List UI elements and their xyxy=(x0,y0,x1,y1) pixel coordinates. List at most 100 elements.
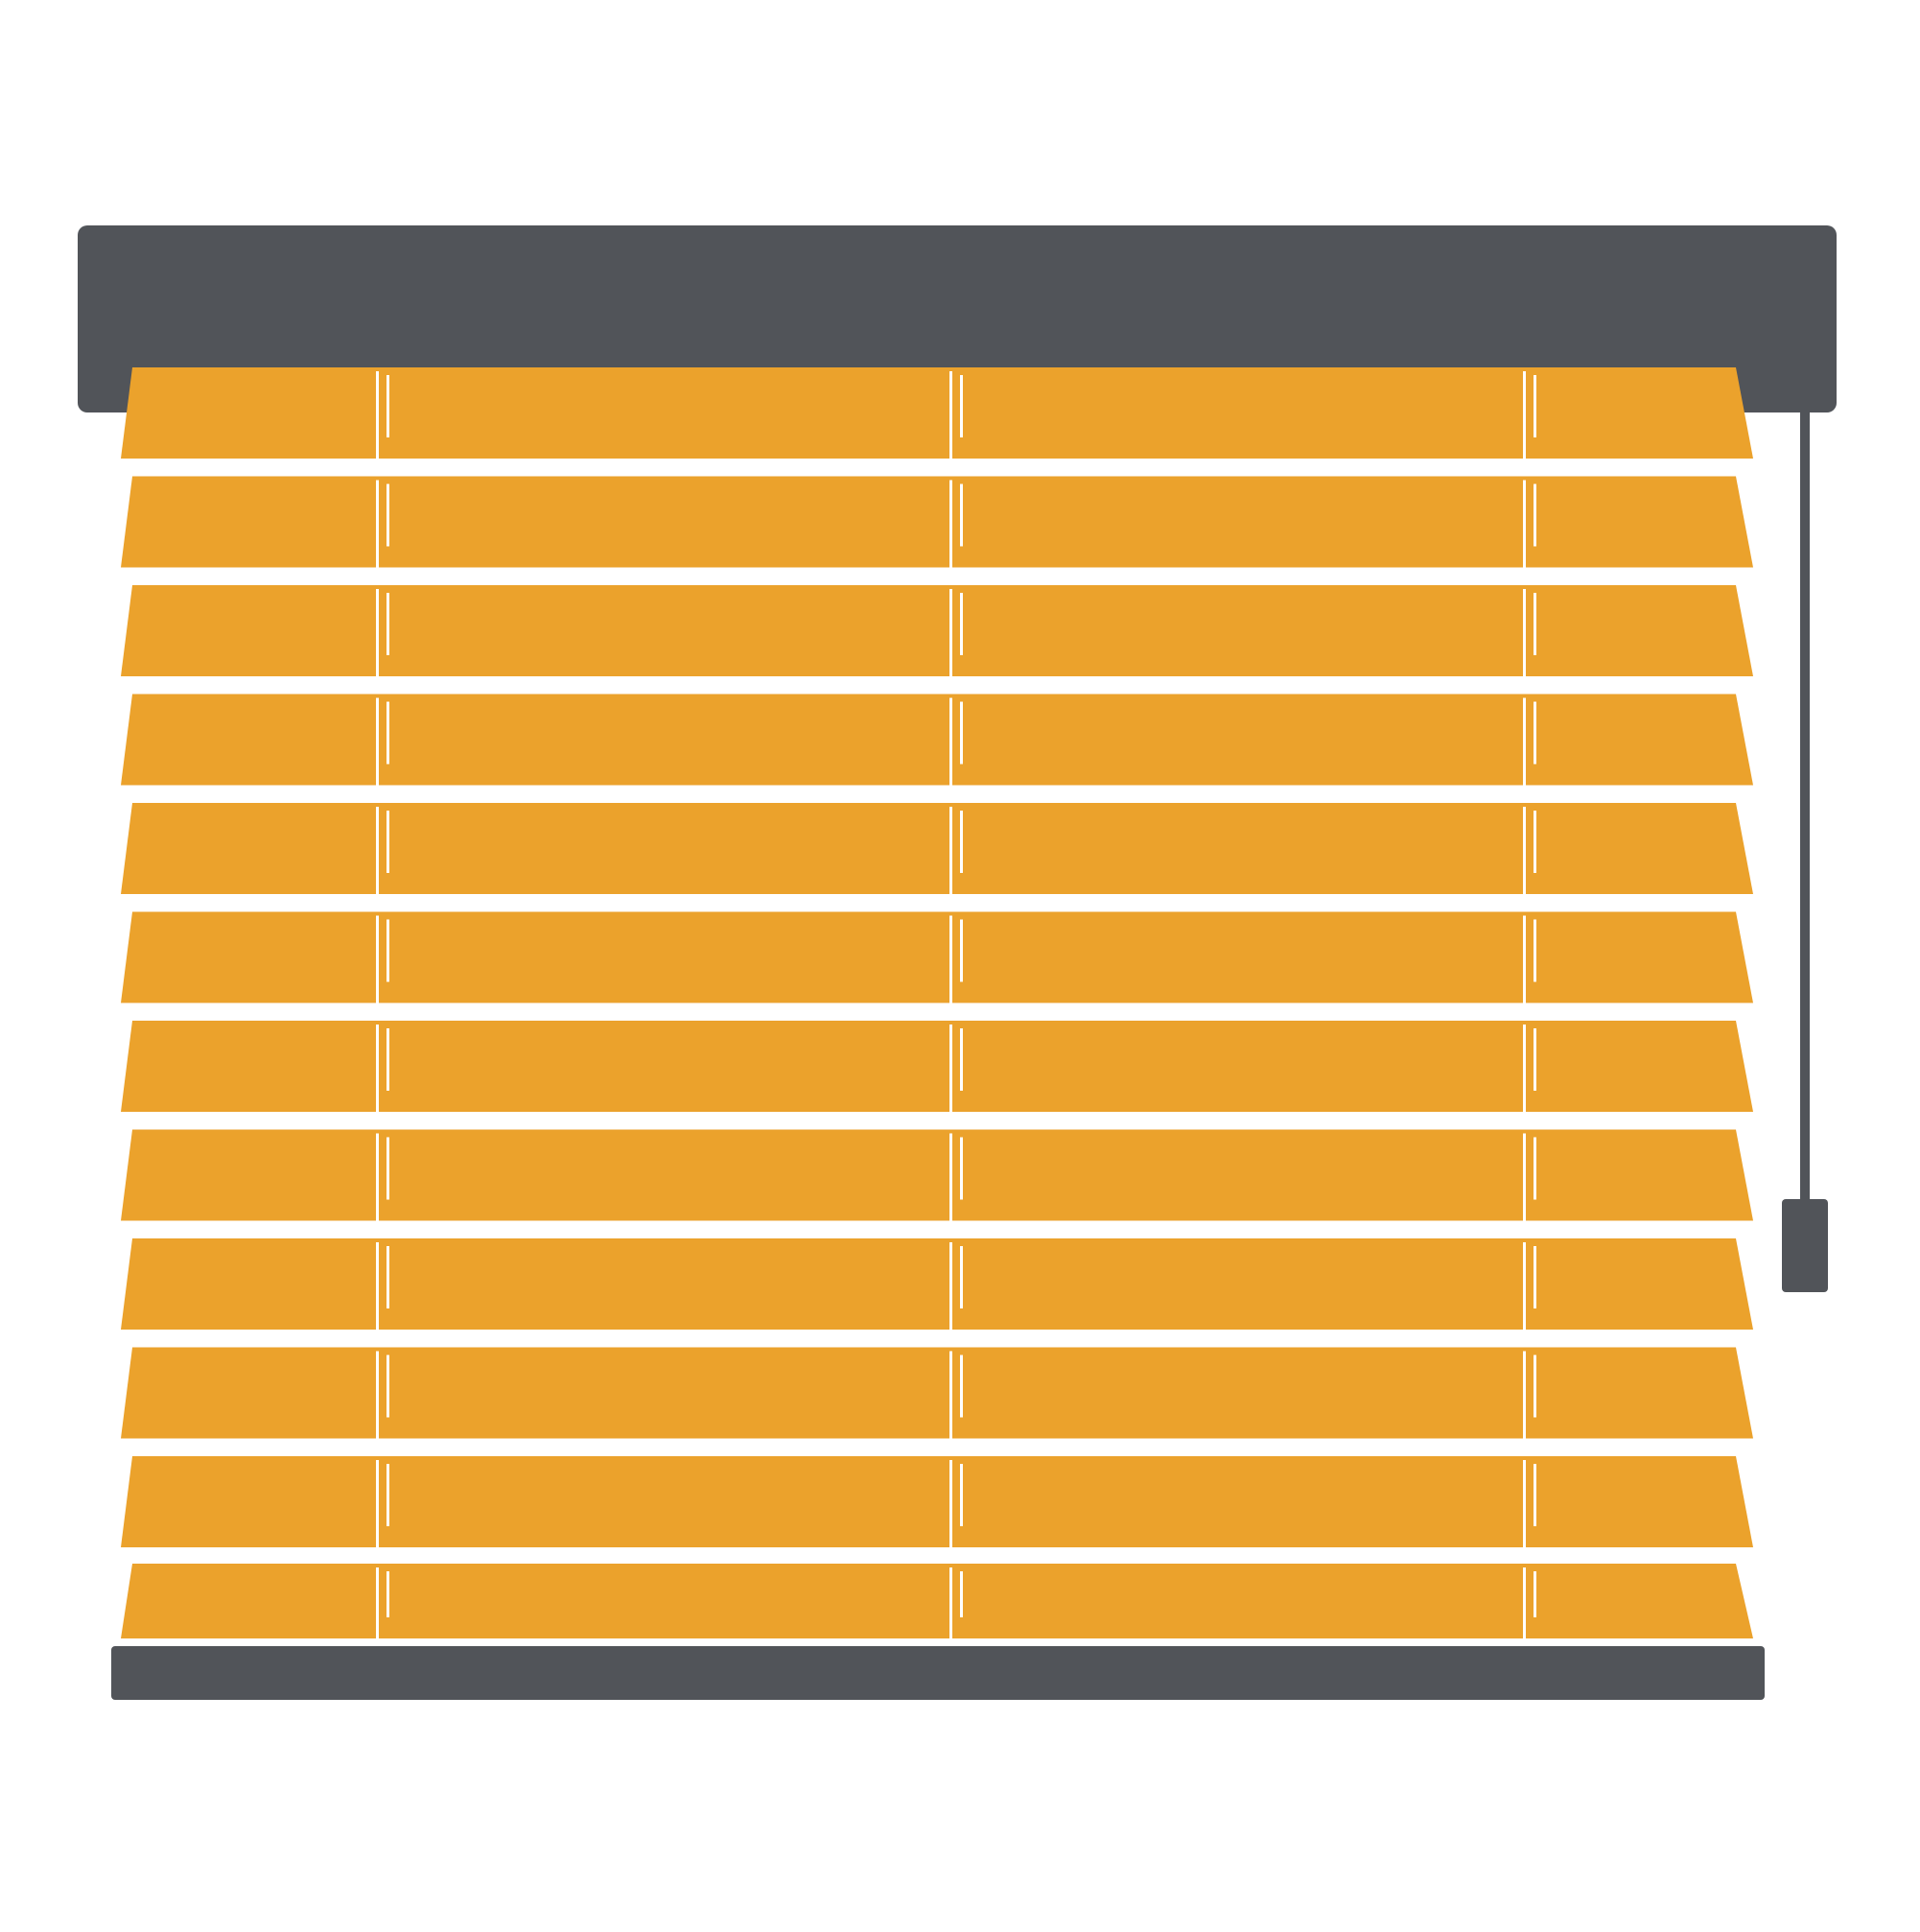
ladder-tape-back-string xyxy=(960,1137,963,1200)
ladder-tape-front-string xyxy=(949,807,952,894)
ladder-tape-front-string xyxy=(376,807,379,894)
ladder-tape-front-string xyxy=(1523,697,1526,786)
ladder-tape xyxy=(1523,915,1536,1003)
slats-group xyxy=(121,367,1753,1638)
ladder-tape-front-string xyxy=(376,1567,379,1638)
ladder-tape-front-string xyxy=(1523,1025,1526,1112)
ladder-tape-front-string xyxy=(1523,1567,1526,1638)
blind-slat xyxy=(121,1238,1753,1330)
ladder-tape xyxy=(1523,589,1536,676)
ladder-tape-front-string xyxy=(376,1460,379,1547)
ladder-tape-back-string xyxy=(386,1355,389,1418)
ladder-tape-front-string xyxy=(1523,915,1526,1003)
ladder-tape-back-string xyxy=(386,1028,389,1091)
ladder-tape-back-string xyxy=(386,1137,389,1200)
blind-slat xyxy=(121,911,1753,1003)
ladder-tape-front-string xyxy=(376,1133,379,1221)
ladder-tape-back-string xyxy=(386,811,389,873)
ladder-tape-back-string xyxy=(1534,1246,1536,1308)
ladder-tape-back-string xyxy=(386,375,389,437)
pull-cord-group[interactable] xyxy=(1782,412,1828,1292)
ladder-tape-front-string xyxy=(949,1351,952,1439)
ladder-tape xyxy=(949,371,963,459)
ladder-tape-back-string xyxy=(960,701,963,765)
ladder-tape-back-string xyxy=(960,811,963,873)
ladder-tape-front-string xyxy=(1523,589,1526,676)
ladder-tape xyxy=(1523,1567,1536,1638)
ladder-tape xyxy=(1523,1242,1536,1330)
ladder-tape xyxy=(376,1242,389,1330)
ladder-tape-back-string xyxy=(960,593,963,655)
ladder-tape-front-string xyxy=(376,371,379,459)
ladder-tape xyxy=(949,915,963,1003)
ladder-tape-front-string xyxy=(949,915,952,1003)
bottom-rail xyxy=(111,1646,1765,1700)
ladder-tape xyxy=(376,697,389,786)
ladder-tape-front-string xyxy=(1523,1242,1526,1330)
ladder-tape xyxy=(949,480,963,568)
ladder-tape xyxy=(376,915,389,1003)
ladder-tape-back-string xyxy=(960,1246,963,1308)
ladder-tape-front-string xyxy=(949,1133,952,1221)
ladder-tape xyxy=(376,1133,389,1221)
ladder-tape-front-string xyxy=(949,589,952,676)
ladder-tape-back-string xyxy=(960,1355,963,1418)
ladder-tape-front-string xyxy=(949,480,952,568)
ladder-tape xyxy=(1523,1133,1536,1221)
ladder-tape xyxy=(376,589,389,676)
pull-cord[interactable] xyxy=(1800,412,1810,1213)
ladder-tape xyxy=(949,1242,963,1330)
ladder-tape xyxy=(1523,807,1536,894)
blind-slat xyxy=(121,1347,1753,1439)
ladder-tape xyxy=(1523,697,1536,786)
ladder-tape xyxy=(376,1460,389,1547)
ladder-tape xyxy=(1523,480,1536,568)
ladder-tape-back-string xyxy=(960,1464,963,1526)
ladder-tape-back-string xyxy=(1534,483,1536,547)
ladder-tape-back-string xyxy=(1534,1464,1536,1526)
ladder-tape-front-string xyxy=(376,1025,379,1112)
ladder-tape-back-string xyxy=(386,1464,389,1526)
blind-slat xyxy=(121,476,1753,568)
ladder-tape-front-string xyxy=(1523,1133,1526,1221)
blind-slat xyxy=(121,1456,1753,1547)
ladder-tape xyxy=(949,807,963,894)
ladder-tape xyxy=(949,1567,963,1638)
ladder-tape xyxy=(949,1025,963,1112)
cord-tassel[interactable] xyxy=(1782,1199,1828,1292)
blind-slat xyxy=(121,1129,1753,1221)
ladder-tape-back-string xyxy=(960,483,963,547)
ladder-tape xyxy=(376,371,389,459)
ladder-tape-front-string xyxy=(1523,480,1526,568)
blind-slat xyxy=(121,1564,1753,1638)
ladder-tape xyxy=(376,1025,389,1112)
ladder-tape-front-string xyxy=(1523,1351,1526,1439)
ladder-tape-back-string xyxy=(1534,1137,1536,1200)
ladder-tape-front-string xyxy=(949,697,952,786)
ladder-tape-front-string xyxy=(1523,371,1526,459)
blind-slat xyxy=(121,367,1753,459)
ladder-tape-front-string xyxy=(376,1351,379,1439)
ladder-tape-back-string xyxy=(1534,1028,1536,1091)
blind-slat xyxy=(121,803,1753,894)
ladder-tape-back-string xyxy=(386,593,389,655)
ladder-tape xyxy=(376,480,389,568)
ladder-tape xyxy=(1523,1025,1536,1112)
ladder-tape-front-string xyxy=(949,1567,952,1638)
ladder-tape-back-string xyxy=(960,1028,963,1091)
ladder-tape xyxy=(1523,1460,1536,1547)
ladder-tape-front-string xyxy=(376,589,379,676)
ladder-tape-back-string xyxy=(1534,919,1536,982)
ladder-tape-front-string xyxy=(949,1242,952,1330)
ladder-tape-back-string xyxy=(1534,811,1536,873)
ladder-tape-back-string xyxy=(1534,1571,1536,1617)
ladder-tape-front-string xyxy=(949,1460,952,1547)
ladder-tape-front-string xyxy=(376,697,379,786)
ladder-tape-front-string xyxy=(949,371,952,459)
ladder-tape-back-string xyxy=(386,1571,389,1617)
ladder-tape-front-string xyxy=(376,915,379,1003)
ladder-tape-front-string xyxy=(949,1025,952,1112)
ladder-tape-back-string xyxy=(386,919,389,982)
ladder-tape-back-string xyxy=(1534,1355,1536,1418)
ladder-tape xyxy=(949,589,963,676)
